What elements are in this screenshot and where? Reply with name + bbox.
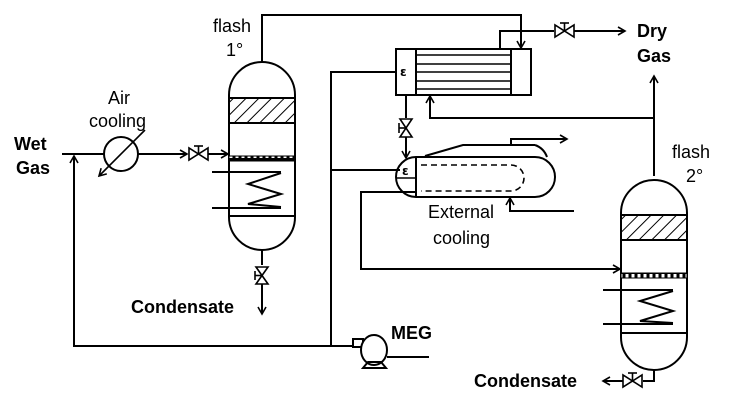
condensate-1-label: Condensate (131, 297, 234, 317)
gas-gas-heat-exchanger: ɛ (395, 48, 532, 96)
air-cooling-label-line2: cooling (89, 111, 146, 131)
flash2-label-line1: flash (672, 142, 710, 162)
inlet-valve-icon (188, 145, 209, 162)
dry-gas-valve-icon (554, 22, 575, 39)
flash1-label-line2: 1° (226, 40, 243, 60)
dry-gas-label-line1: Dry (637, 21, 667, 41)
chiller: ɛ (395, 144, 556, 198)
meg-label: MEG (391, 323, 432, 343)
flash-vessel-1 (212, 61, 296, 251)
flash2-mesh-pad (620, 214, 688, 241)
flash1-tray (228, 155, 296, 162)
chiller-outlet-to-flash2 (360, 191, 622, 274)
flash2-tray (620, 272, 688, 279)
flash2-coil (636, 290, 677, 324)
flash1-coil (244, 172, 285, 208)
wet-gas-label-line2: Gas (16, 158, 50, 178)
dry-gas-line-1 (499, 30, 554, 49)
exchanger-cold-inlet-line (425, 94, 654, 119)
flash1-drain-valve-icon (254, 266, 270, 285)
exchanger-inlet-symbol-icon: ɛ (400, 65, 407, 79)
chiller-inlet-symbol-icon: ɛ (402, 164, 409, 178)
flash-vessel-2 (603, 179, 688, 371)
refrigerant-inlet (505, 196, 574, 212)
refrigerant-outlet (510, 134, 569, 145)
flash2-label-line2: 2° (686, 166, 703, 186)
air-cooler-diagonal-arrow-icon (97, 129, 146, 178)
meg-injection-line (330, 71, 396, 345)
flash1-mesh-pad (228, 97, 296, 124)
condensate-2-label: Condensate (474, 371, 577, 391)
flash1-label-line1: flash (213, 16, 251, 36)
air-cooling-label-line1: Air (108, 88, 130, 108)
external-cooling-label-line1: External (428, 202, 494, 222)
flash2-drain-valve-icon (622, 372, 643, 389)
wet-gas-label-line1: Wet (14, 134, 47, 154)
dry-gas-label-line2: Gas (637, 46, 671, 66)
external-cooling-label-line2: cooling (433, 228, 490, 248)
meg-pump-icon (352, 334, 429, 369)
chiller-inlet-valve-icon (398, 118, 414, 138)
